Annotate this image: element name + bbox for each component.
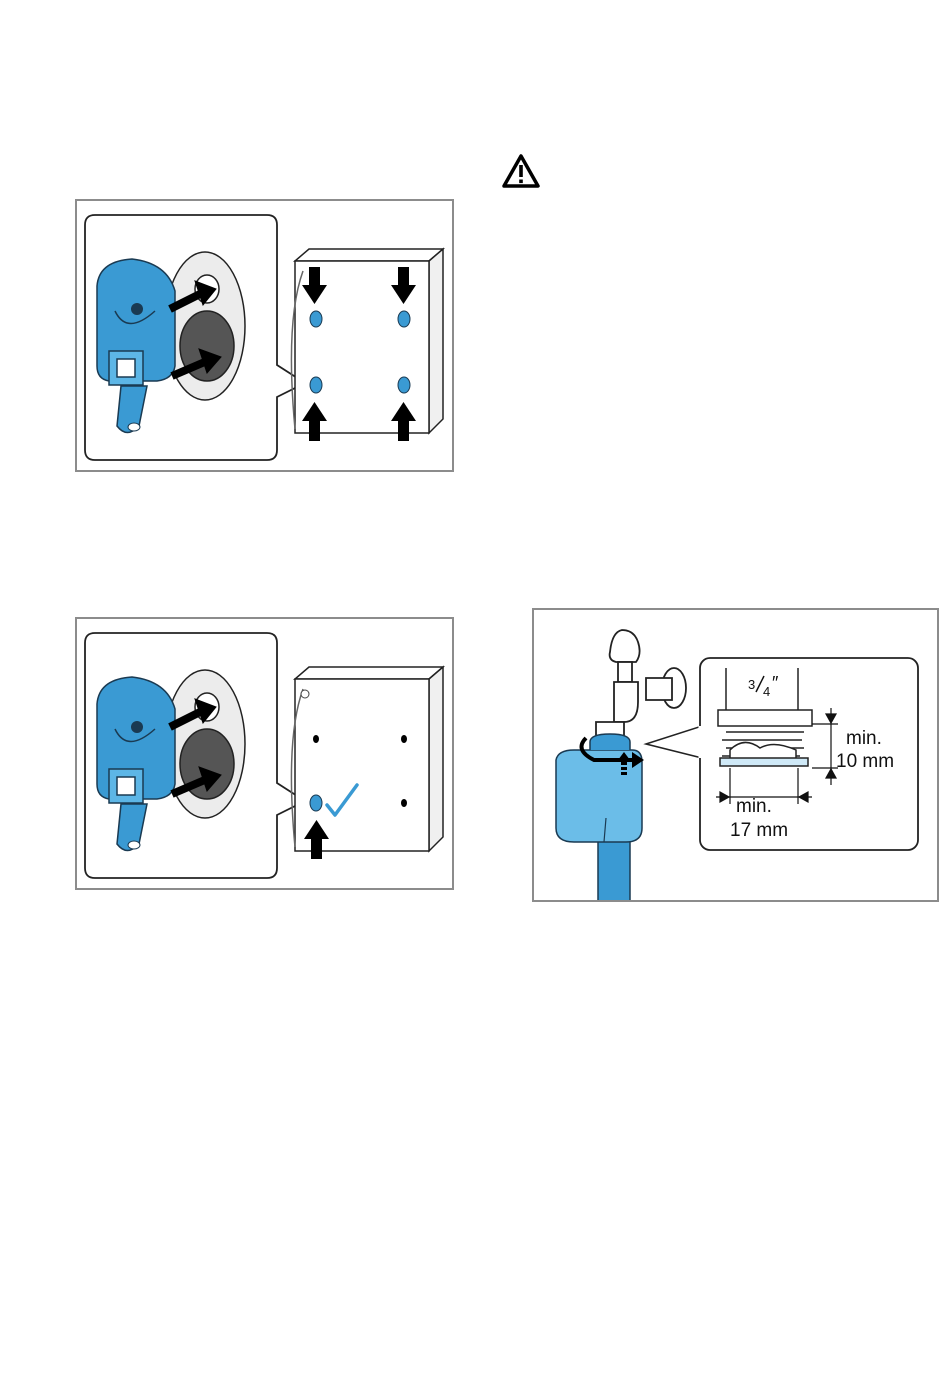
- insert-cover-figure: [75, 617, 454, 890]
- transport-bolt-covers-figure: [75, 199, 454, 472]
- thread-size-numerator: 3: [748, 677, 755, 692]
- height-min-label: min.: [846, 728, 882, 749]
- inserted-cover-marker: [310, 795, 322, 811]
- water-tap: [596, 630, 686, 738]
- width-min-label: min.: [736, 796, 772, 817]
- thread-size-denominator: 4: [763, 684, 770, 699]
- water-tap-connection-figure: 3 4 ″ min. 10 mm min. 17 mm: [532, 608, 939, 902]
- warning-triangle-icon: [501, 153, 541, 189]
- height-value-label: 10 mm: [836, 751, 894, 772]
- thread-size-inch-mark: ″: [772, 673, 779, 693]
- washing-machine-rear: [291, 667, 443, 851]
- width-value-label: 17 mm: [730, 820, 788, 841]
